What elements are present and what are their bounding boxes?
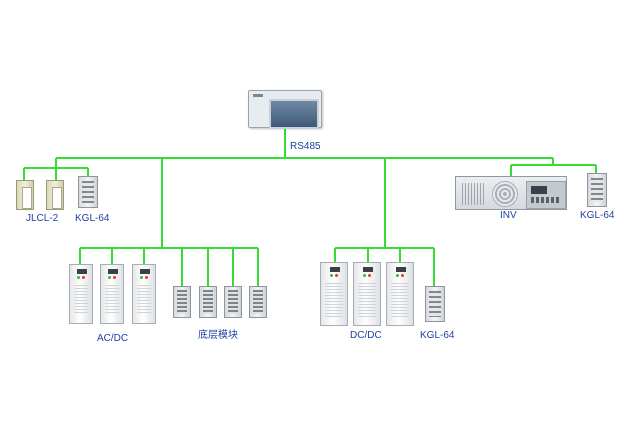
dcdc-label: DC/DC [350, 330, 382, 341]
dcdc-converter-1 [320, 262, 348, 326]
acdc-rectifier-2 [100, 264, 124, 324]
kgl-right-label: KGL-64 [580, 210, 615, 221]
kgl-module-right [587, 173, 607, 207]
inv-label: INV [500, 210, 517, 221]
kgl-module-left [78, 176, 98, 208]
monitor-controller [248, 90, 322, 129]
bottom-module-label: 底层模块 [198, 330, 238, 341]
kgl-module-dcdc [425, 286, 445, 322]
bottom-module-1 [173, 286, 191, 318]
bottom-module-2 [199, 286, 217, 318]
jlcl-module-1 [16, 180, 34, 210]
jlcl-module-2 [46, 180, 64, 210]
rs485-label: RS485 [290, 141, 321, 152]
acdc-label: AC/DC [97, 333, 129, 344]
controller-screen [269, 99, 319, 129]
jlcl-label: JLCL-2 [26, 213, 59, 224]
kgl-dcdc-label: KGL-64 [420, 330, 455, 341]
acdc-rectifier-3 [132, 264, 156, 324]
kgl-left-label: KGL-64 [75, 213, 110, 224]
dcdc-converter-3 [386, 262, 414, 326]
dcdc-converter-2 [353, 262, 381, 326]
bottom-module-3 [224, 286, 242, 318]
inverter-chassis [455, 176, 567, 210]
acdc-rectifier-1 [69, 264, 93, 324]
bottom-module-4 [249, 286, 267, 318]
